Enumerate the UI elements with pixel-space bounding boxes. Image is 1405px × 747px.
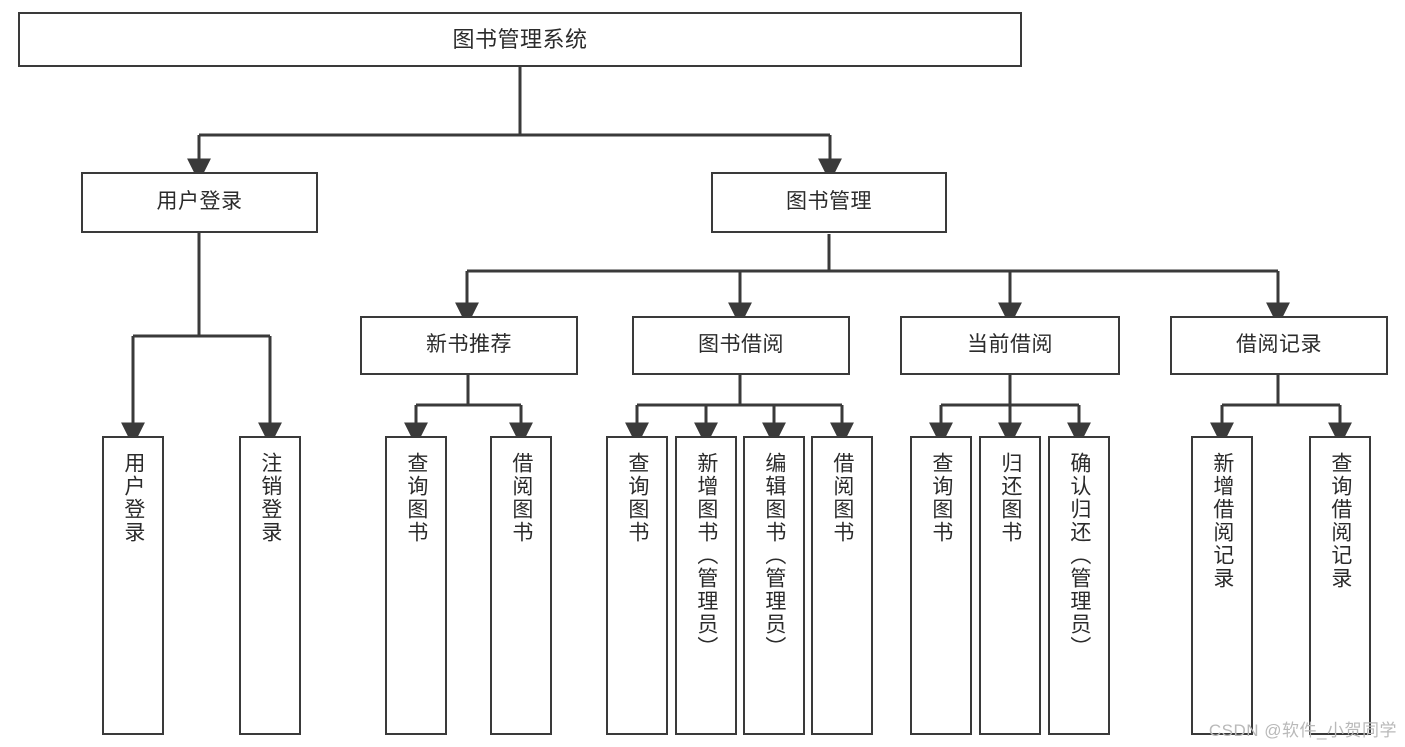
node-leaf-confirm-return-admin[interactable]: 确认归还（管理员） (1048, 436, 1110, 735)
node-label: 归还图书 (998, 452, 1022, 544)
node-label: 新增借阅记录 (1210, 452, 1234, 590)
node-label: 查询借阅记录 (1328, 452, 1352, 590)
node-current-borrow[interactable]: 当前借阅 (900, 316, 1120, 375)
node-label: 查询图书 (404, 452, 428, 544)
node-book-management[interactable]: 图书管理 (711, 172, 947, 233)
node-user-login[interactable]: 用户登录 (81, 172, 318, 233)
node-label: 新增图书（管理员） (694, 452, 718, 659)
node-leaf-return-book[interactable]: 归还图书 (979, 436, 1041, 735)
node-leaf-query-book-current[interactable]: 查询图书 (910, 436, 972, 735)
node-label: 图书管理系统 (452, 26, 588, 52)
node-leaf-query-borrow-record[interactable]: 查询借阅记录 (1309, 436, 1371, 735)
node-leaf-add-book-admin[interactable]: 新增图书（管理员） (675, 436, 737, 735)
node-label: 借阅图书 (509, 452, 533, 544)
node-label: 图书借阅 (698, 333, 784, 357)
node-book-borrow[interactable]: 图书借阅 (632, 316, 850, 375)
node-borrow-record[interactable]: 借阅记录 (1170, 316, 1388, 375)
node-leaf-logout-login[interactable]: 注销登录 (239, 436, 301, 735)
node-label: 借阅记录 (1236, 333, 1322, 357)
node-leaf-add-borrow-record[interactable]: 新增借阅记录 (1191, 436, 1253, 735)
node-leaf-edit-book-admin[interactable]: 编辑图书（管理员） (743, 436, 805, 735)
watermark-text: CSDN @软件_小贺同学 (1208, 721, 1397, 740)
node-leaf-query-book-borrow[interactable]: 查询图书 (606, 436, 668, 735)
node-label: 图书管理 (786, 190, 872, 214)
node-label: 查询图书 (929, 452, 953, 544)
node-leaf-borrow-book-recommend[interactable]: 借阅图书 (490, 436, 552, 735)
node-new-book-recommend[interactable]: 新书推荐 (360, 316, 578, 375)
node-label: 注销登录 (258, 452, 282, 544)
node-label: 确认归还（管理员） (1067, 452, 1091, 659)
node-label: 新书推荐 (426, 333, 512, 357)
node-label: 查询图书 (625, 452, 649, 544)
node-label: 编辑图书（管理员） (762, 452, 786, 659)
node-leaf-user-login[interactable]: 用户登录 (102, 436, 164, 735)
node-leaf-borrow-book[interactable]: 借阅图书 (811, 436, 873, 735)
node-label: 当前借阅 (967, 333, 1053, 357)
node-root-book-management-system[interactable]: 图书管理系统 (18, 12, 1022, 67)
node-label: 用户登录 (156, 190, 243, 214)
node-leaf-query-book-recommend[interactable]: 查询图书 (385, 436, 447, 735)
node-label: 用户登录 (121, 452, 145, 544)
node-label: 借阅图书 (830, 452, 854, 544)
